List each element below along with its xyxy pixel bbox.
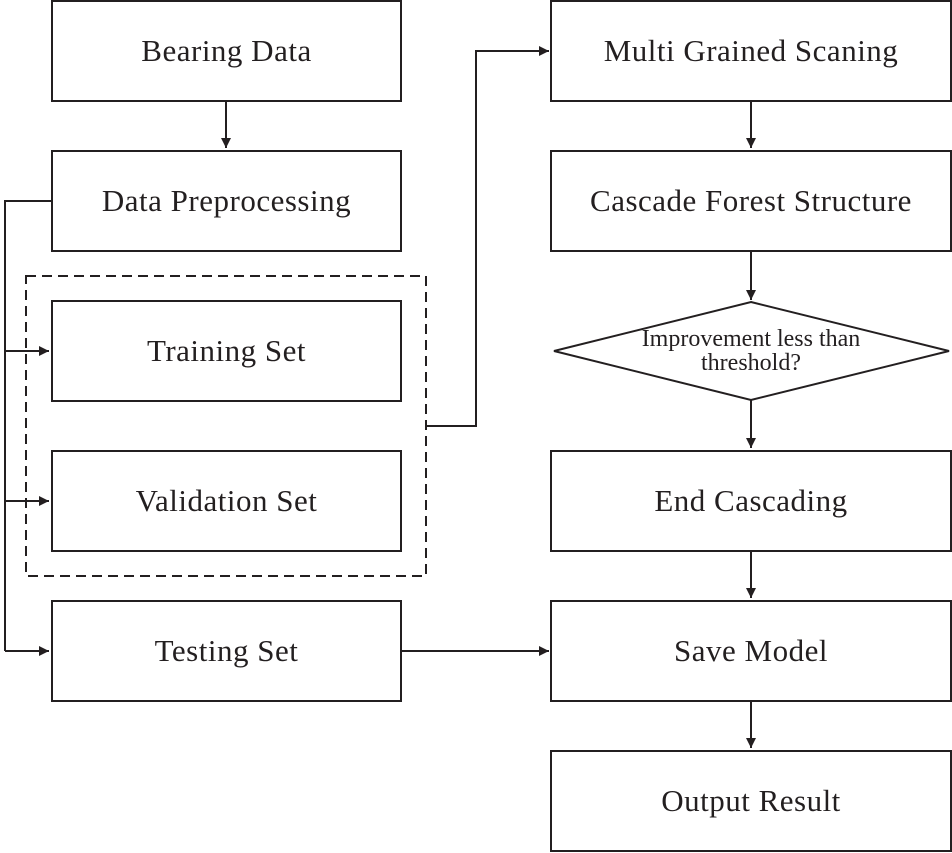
end-cascading-box: End Cascading xyxy=(550,450,952,552)
cascade-forest-structure-label: Cascade Forest Structure xyxy=(590,183,912,218)
training-set-label: Training Set xyxy=(146,333,307,368)
split-bus-line xyxy=(4,200,51,651)
multi-grained-scanning-box: Multi Grained Scaning xyxy=(550,0,952,102)
training-set-box: Training Set xyxy=(51,300,402,402)
data-preprocessing-label: Data Preprocessing xyxy=(101,183,352,218)
save-model-label: Save Model xyxy=(674,633,828,668)
validation-set-label: Validation Set xyxy=(135,483,318,518)
output-result-box: Output Result xyxy=(550,750,952,852)
decision-line-1: Improvement less than xyxy=(641,326,861,352)
end-cascading-label: End Cascading xyxy=(654,483,848,518)
cascade-forest-structure-box: Cascade Forest Structure xyxy=(550,150,952,252)
bearing-data-label: Bearing Data xyxy=(141,33,312,68)
testing-set-label: Testing Set xyxy=(154,633,299,668)
testing-set-box: Testing Set xyxy=(51,600,402,702)
multi-grained-scanning-label: Multi Grained Scaning xyxy=(603,33,899,68)
arrow-group-to-scanning xyxy=(426,46,549,427)
data-preprocessing-box: Data Preprocessing xyxy=(51,150,402,252)
output-result-label: Output Result xyxy=(661,783,841,818)
decision-line-2: threshold? xyxy=(701,350,801,376)
bearing-data-box: Bearing Data xyxy=(51,0,402,102)
decision-text: Improvement less than threshold? xyxy=(560,326,942,376)
save-model-box: Save Model xyxy=(550,600,952,702)
validation-set-box: Validation Set xyxy=(51,450,402,552)
